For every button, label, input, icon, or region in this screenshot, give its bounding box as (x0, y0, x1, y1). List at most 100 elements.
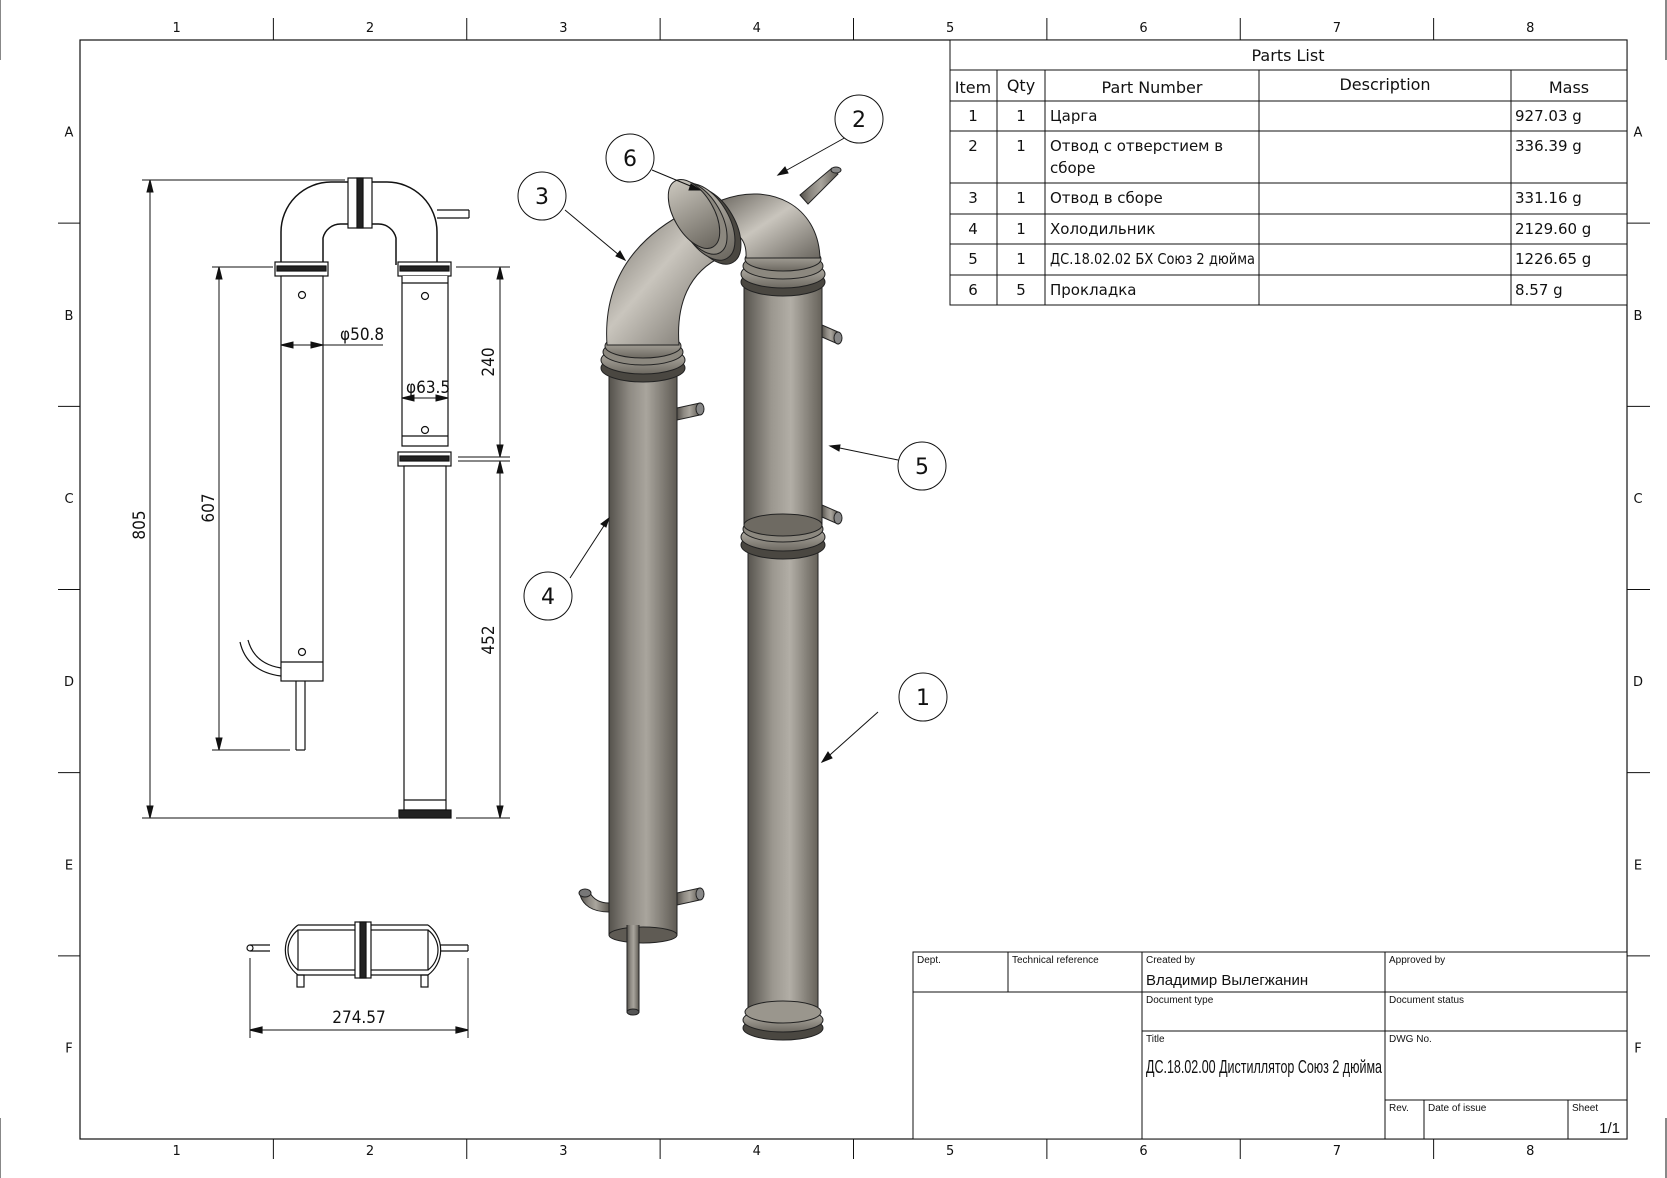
front-view-dimensions (142, 179, 510, 819)
zone-row-label: E (65, 858, 73, 873)
zone-column-label: 6 (1139, 21, 1147, 36)
zone-column-label: 8 (1526, 1144, 1534, 1159)
svg-text:5: 5 (915, 455, 929, 480)
header-description: Description (1339, 75, 1430, 94)
zone-row-label: F (1634, 1041, 1641, 1056)
top-view (246, 921, 469, 1038)
svg-text:1: 1 (1016, 250, 1026, 268)
sheet-label: Sheet (1572, 1103, 1598, 1114)
svg-text:3: 3 (968, 189, 978, 207)
zone-column-label: 5 (946, 1144, 954, 1159)
document-status-label: Document status (1389, 995, 1464, 1006)
balloons: 1 2 3 4 5 6 (517, 94, 948, 722)
svg-text:1: 1 (1016, 189, 1026, 207)
zone-row-label: A (1634, 126, 1643, 141)
svg-text:3: 3 (535, 185, 549, 210)
balloon-4: 4 (523, 571, 573, 621)
dwg-number-label: DWG No. (1389, 1034, 1432, 1045)
front-view (239, 177, 470, 819)
svg-text:336.39 g: 336.39 g (1515, 137, 1582, 155)
zone-row-label: C (1633, 492, 1642, 507)
header-mass: Mass (1549, 78, 1589, 97)
zone-column-label: 2 (366, 1144, 374, 1159)
svg-text:5: 5 (1016, 281, 1026, 299)
parts-list-table: Parts List Item Qty Part Number Descript… (949, 39, 1628, 306)
zone-column-label: 8 (1526, 21, 1534, 36)
svg-text:6: 6 (968, 281, 978, 299)
title-label: Title (1146, 1034, 1165, 1045)
balloon-6: 6 (605, 133, 655, 183)
balloon-2: 2 (834, 94, 884, 144)
zone-column-label: 6 (1139, 1144, 1147, 1159)
revision-label: Rev. (1389, 1103, 1409, 1114)
svg-text:5: 5 (968, 250, 978, 268)
zone-row-label: D (64, 675, 74, 690)
svg-text:331.16 g: 331.16 g (1515, 189, 1582, 207)
zone-column-label: 1 (173, 21, 181, 36)
table-row: 6 5 Прокладка 8.57 g (968, 281, 1562, 299)
svg-text:8.57 g: 8.57 g (1515, 281, 1563, 299)
header-item: Item (955, 78, 991, 97)
drawing-title: ДС.18.02.00 Дистиллятор Союз 2 дюйма (1146, 1057, 1383, 1077)
zone-column-label: 4 (753, 1144, 761, 1159)
svg-text:6: 6 (623, 147, 637, 172)
svg-text:4: 4 (968, 220, 978, 238)
svg-text:1: 1 (1016, 137, 1026, 155)
date-of-issue-label: Date of issue (1428, 1103, 1487, 1114)
document-type-label: Document type (1146, 995, 1214, 1006)
zone-row-label: B (1634, 309, 1643, 324)
created-by-label: Created by (1146, 955, 1195, 966)
dept-label: Dept. (917, 955, 941, 966)
table-row: 5 1 ДС.18.02.02 БХ Союз 2 дюйма 1226.65 … (968, 250, 1591, 268)
svg-text:сборе: сборе (1050, 159, 1095, 177)
svg-text:1: 1 (1016, 107, 1026, 125)
zone-column-label: 3 (559, 21, 567, 36)
dimension-lower-section: 452 (479, 625, 499, 654)
zone-row-label: B (65, 309, 74, 324)
parts-list-title: Parts List (1252, 46, 1325, 65)
approved-by-label: Approved by (1389, 955, 1445, 966)
zone-column-label: 2 (366, 21, 374, 36)
svg-text:Отвод с отверстием в: Отвод с отверстием в (1050, 137, 1223, 155)
dimension-dia-large: φ63.5 (406, 378, 450, 398)
zone-row-label: E (1634, 858, 1642, 873)
zone-column-label: 4 (753, 21, 761, 36)
svg-text:1: 1 (968, 107, 978, 125)
zone-column-label: 1 (173, 1144, 181, 1159)
svg-text:2: 2 (852, 108, 866, 133)
table-row: 3 1 Отвод в сборе 331.16 g (968, 189, 1582, 207)
zone-column-label: 5 (946, 21, 954, 36)
dimension-width: 274.57 (332, 1008, 386, 1028)
svg-text:1: 1 (916, 686, 930, 711)
zone-row-label: F (65, 1041, 72, 1056)
title-block: Dept. Technical reference Created by Вла… (912, 951, 1628, 1140)
svg-text:4: 4 (541, 585, 555, 610)
svg-text:Царга: Царга (1050, 107, 1097, 125)
balloon-leaders (564, 135, 899, 764)
svg-text:ДС.18.02.02 БХ Союз 2 дюйма: ДС.18.02.02 БХ Союз 2 дюйма (1050, 250, 1255, 268)
svg-text:1226.65 g: 1226.65 g (1515, 250, 1591, 268)
header-part-number: Part Number (1102, 78, 1203, 97)
zone-row-label: D (1633, 675, 1643, 690)
created-by-value: Владимир Вылегжанин (1146, 972, 1308, 989)
dimension-upper-section: 240 (479, 347, 499, 376)
dimension-overall-height: 805 (130, 510, 150, 539)
svg-text:Отвод в сборе: Отвод в сборе (1050, 189, 1163, 207)
balloon-1: 1 (898, 672, 948, 722)
sheet-number: 1/1 (1599, 1120, 1620, 1137)
balloon-5: 5 (897, 441, 947, 491)
isometric-view (578, 166, 843, 1041)
svg-text:2129.60 g: 2129.60 g (1515, 220, 1591, 238)
zone-column-label: 7 (1333, 1144, 1341, 1159)
svg-text:927.03 g: 927.03 g (1515, 107, 1582, 125)
table-row: 4 1 Холодильник 2129.60 g (968, 220, 1591, 238)
balloon-3: 3 (517, 171, 567, 221)
table-row: 1 1 Царга 927.03 g (968, 107, 1582, 125)
svg-text:2: 2 (968, 137, 978, 155)
technical-reference-label: Technical reference (1012, 955, 1099, 966)
zone-row-label: C (64, 492, 73, 507)
svg-text:Прокладка: Прокладка (1050, 281, 1136, 299)
zone-row-label: A (65, 126, 74, 141)
